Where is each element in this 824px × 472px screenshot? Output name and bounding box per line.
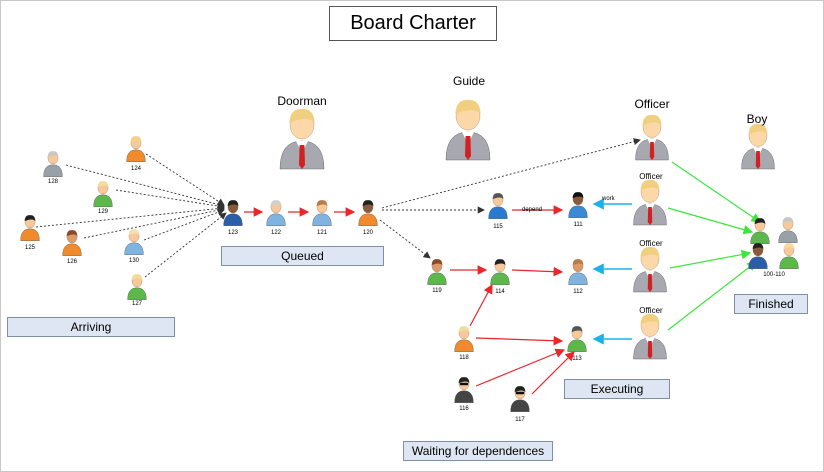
person-123: [223, 200, 243, 226]
person-boy-1: [750, 218, 770, 244]
person-boy-3: [748, 243, 768, 269]
person-number-122: 122: [270, 230, 281, 236]
boy-icon: [741, 123, 775, 170]
person-number-129: 129: [97, 209, 108, 215]
person-number-121: 121: [316, 230, 327, 236]
stage-finished: Finished: [734, 294, 808, 314]
person-number-116: 116: [459, 406, 469, 412]
person-number-111: 111: [573, 222, 583, 228]
person-boy-2: [778, 217, 798, 243]
person-120: [358, 200, 378, 226]
person-number-124: 124: [130, 166, 141, 172]
person-number-finished: 100-110: [763, 272, 785, 278]
officer-icon-top: [635, 114, 669, 161]
role-guide: Guide: [452, 74, 486, 88]
person-121: [312, 200, 332, 226]
person-112: [568, 259, 588, 285]
page-title: Board Charter: [329, 6, 497, 41]
person-127: [127, 274, 147, 300]
role-officer-4: Officer: [639, 306, 663, 315]
doorman-icon: [279, 108, 325, 170]
person-boy-4: [779, 243, 799, 269]
person-124: [126, 136, 146, 162]
person-122: [266, 200, 286, 226]
role-boy: Boy: [746, 112, 768, 126]
person-115: [488, 193, 508, 219]
finish-arrows: [667, 161, 761, 331]
person-number-123: 123: [227, 230, 238, 236]
person-number-125: 125: [24, 245, 35, 251]
person-117: [510, 386, 530, 412]
role-officer: Officer: [634, 97, 670, 111]
person-number-127: 127: [131, 301, 142, 307]
role-officer-3: Officer: [639, 239, 663, 248]
officer-icon-2: [633, 246, 667, 293]
stage-executing: Executing: [564, 379, 670, 399]
officer-icon-1: [633, 179, 667, 226]
edge-label-work: work: [602, 196, 615, 202]
person-number-117: 117: [515, 417, 525, 423]
person-130: [124, 229, 144, 255]
person-number-115: 115: [493, 224, 503, 230]
person-number-128: 128: [47, 179, 58, 185]
edge-label-depend: depend: [522, 207, 543, 213]
role-doorman: Doorman: [277, 94, 327, 108]
person-number-130: 130: [128, 258, 139, 264]
person-number-112: 112: [573, 289, 583, 295]
person-116: [454, 377, 474, 403]
role-officer-2: Officer: [639, 172, 663, 181]
person-128: [43, 151, 63, 177]
person-118: [454, 326, 474, 352]
person-119: [427, 259, 447, 285]
person-111: [568, 192, 588, 218]
officer-icon-3: [633, 313, 667, 360]
person-number-126: 126: [66, 259, 77, 265]
work-arrows: [592, 198, 632, 345]
guide-icon: [445, 99, 491, 161]
person-number-120: 120: [362, 230, 373, 236]
person-number-113: 113: [572, 356, 582, 362]
person-125: [20, 215, 40, 241]
stage-arriving: Arriving: [7, 317, 175, 337]
person-number-119: 119: [432, 288, 442, 294]
person-126: [62, 230, 82, 256]
stage-queued: Queued: [221, 246, 384, 266]
person-113: [567, 326, 587, 352]
person-114: [490, 259, 510, 285]
arrival-arrows: [35, 138, 641, 278]
stage-waiting: Waiting for dependences: [403, 441, 553, 461]
person-129: [93, 181, 113, 207]
person-number-118: 118: [459, 355, 469, 361]
person-number-114: 114: [495, 289, 505, 295]
dependency-arrows: [450, 205, 575, 395]
